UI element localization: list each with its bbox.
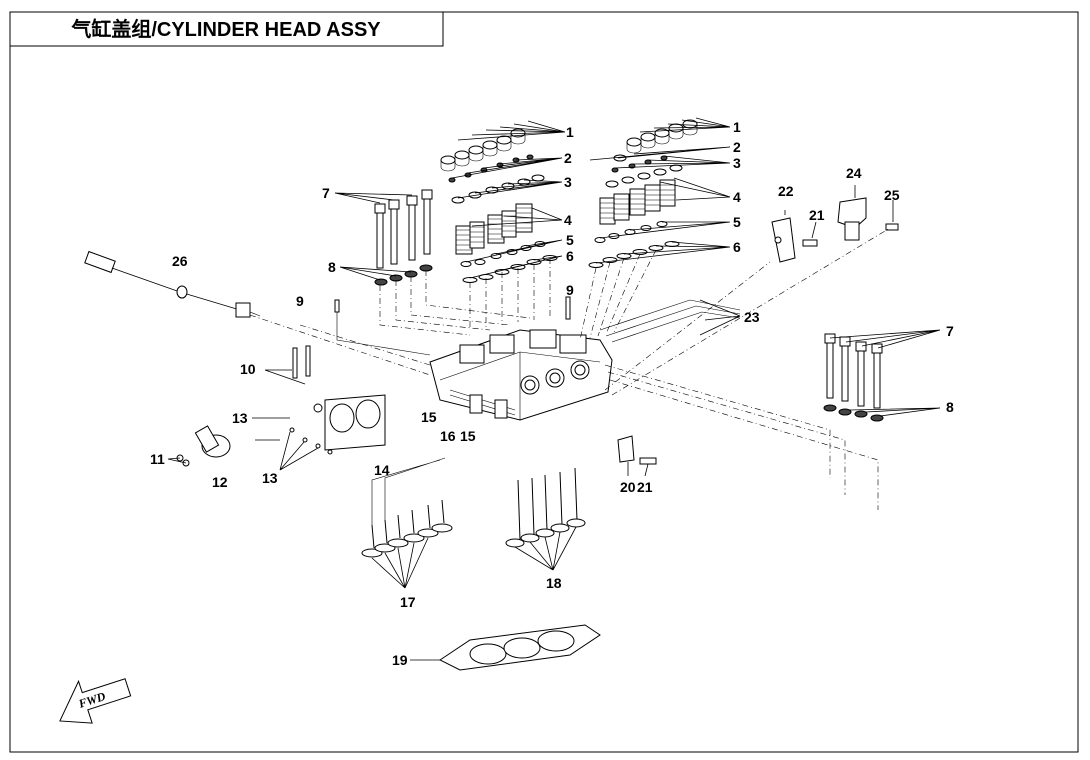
- callout-11: 11: [150, 451, 165, 467]
- callout-14: 14: [374, 462, 390, 478]
- callout-12: 12: [212, 474, 228, 490]
- callout-15-left: 15: [421, 409, 437, 425]
- drawing-border: [9, 11, 1079, 753]
- callout-numbers: 1 2 3 4 5 6 1 2 3 4 5 6 7 8 7 8 9 9 10 1…: [150, 119, 954, 668]
- callout-6-left: 6: [566, 248, 574, 264]
- callout-17: 17: [400, 594, 416, 610]
- callout-2-right: 2: [733, 139, 741, 155]
- assembly-leaders: [249, 227, 891, 510]
- callout-3-right: 3: [733, 155, 741, 171]
- callout-8-left: 8: [328, 259, 336, 275]
- callout-16: 16: [440, 428, 456, 444]
- small-bolts: [264, 296, 571, 385]
- sensor-wire-26: [84, 250, 261, 318]
- callout-13-lower: 13: [262, 470, 278, 486]
- callout-22: 22: [778, 183, 794, 199]
- callout-1-left: 1: [566, 124, 574, 140]
- callout-6-right: 6: [733, 239, 741, 255]
- callout-21-lower: 21: [637, 479, 653, 495]
- valve-train-right: [588, 117, 731, 268]
- intake-valves-17: [361, 457, 453, 589]
- callout-2-left: 2: [564, 150, 572, 166]
- callout-15-right: 15: [460, 428, 476, 444]
- cylinder-head: [429, 329, 613, 421]
- callout-25: 25: [884, 187, 900, 203]
- page-title: 气缸盖组/CYLINDER HEAD ASSY: [70, 17, 381, 41]
- callout-20: 20: [620, 479, 636, 495]
- callout-5-right: 5: [733, 214, 741, 230]
- intake-flange-14: [252, 394, 386, 471]
- callout-1-right: 1: [733, 119, 741, 135]
- head-bolts-right: [823, 329, 941, 422]
- callout-7-right: 7: [946, 323, 954, 339]
- callout-23: 23: [744, 309, 760, 325]
- callout-3-left: 3: [564, 174, 572, 190]
- right-side-parts: [617, 185, 899, 477]
- callout-4-right: 4: [733, 189, 741, 205]
- callout-9-left: 9: [296, 293, 304, 309]
- oil-pipes-23: [599, 299, 741, 343]
- callout-26: 26: [172, 253, 188, 269]
- title-box: [9, 11, 444, 47]
- callout-18: 18: [546, 575, 562, 591]
- callout-4-left: 4: [564, 212, 572, 228]
- forward-direction-arrow: FWD: [59, 678, 132, 724]
- callout-5-left: 5: [566, 232, 574, 248]
- callout-24: 24: [846, 165, 862, 181]
- callout-9-center: 9: [566, 282, 574, 298]
- callout-19: 19: [392, 652, 408, 668]
- head-gasket-19: [410, 624, 601, 671]
- coolant-elbow-12: [167, 425, 231, 467]
- callout-7-left: 7: [322, 185, 330, 201]
- callout-13-upper: 13: [232, 410, 248, 426]
- exhaust-valves-18: [505, 467, 586, 571]
- callout-10: 10: [240, 361, 256, 377]
- valve-train-left: [440, 120, 566, 283]
- head-bolts-left: [334, 189, 433, 286]
- callout-21-upper: 21: [809, 207, 825, 223]
- callout-8-right: 8: [946, 399, 954, 415]
